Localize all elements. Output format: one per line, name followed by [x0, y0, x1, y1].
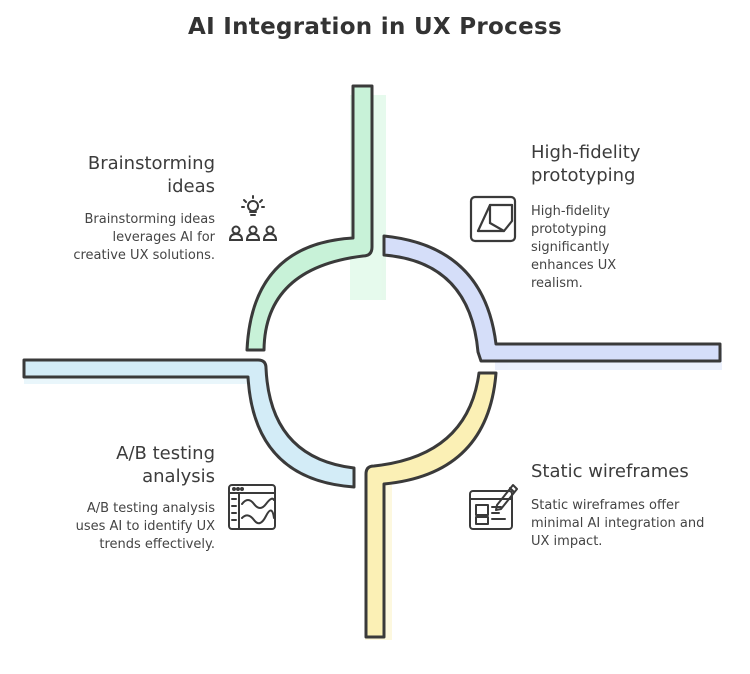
ab-testing-arm	[22, 358, 356, 489]
ab-testing-description: A/B testing analysis uses AI to identify…	[75, 501, 215, 552]
static-wireframes-description: Static wireframes offer minimal AI integ…	[531, 498, 705, 549]
static-wireframes-heading: Static wireframes	[531, 461, 689, 482]
lightbulb-team-icon	[226, 194, 280, 248]
analytics-chart-icon	[226, 482, 278, 536]
brainstorming-arm	[245, 84, 374, 352]
wireframe-sketch-icon	[467, 481, 519, 537]
high-fidelity-heading: High-fidelity prototyping	[531, 142, 641, 186]
brainstorming-description: Brainstorming ideas leverages AI for cre…	[73, 212, 215, 263]
prototype-device-icon	[468, 193, 520, 249]
brainstorming-heading: Brainstorming ideas	[87, 153, 215, 197]
high-fidelity-description: High-fidelity prototyping significantly …	[531, 204, 617, 291]
static-wireframes-arm	[364, 371, 498, 639]
high-fidelity-arm	[382, 234, 722, 363]
ab-testing-heading: A/B testing analysis	[116, 443, 215, 487]
diagram-title: AI Integration in UX Process	[188, 14, 562, 40]
